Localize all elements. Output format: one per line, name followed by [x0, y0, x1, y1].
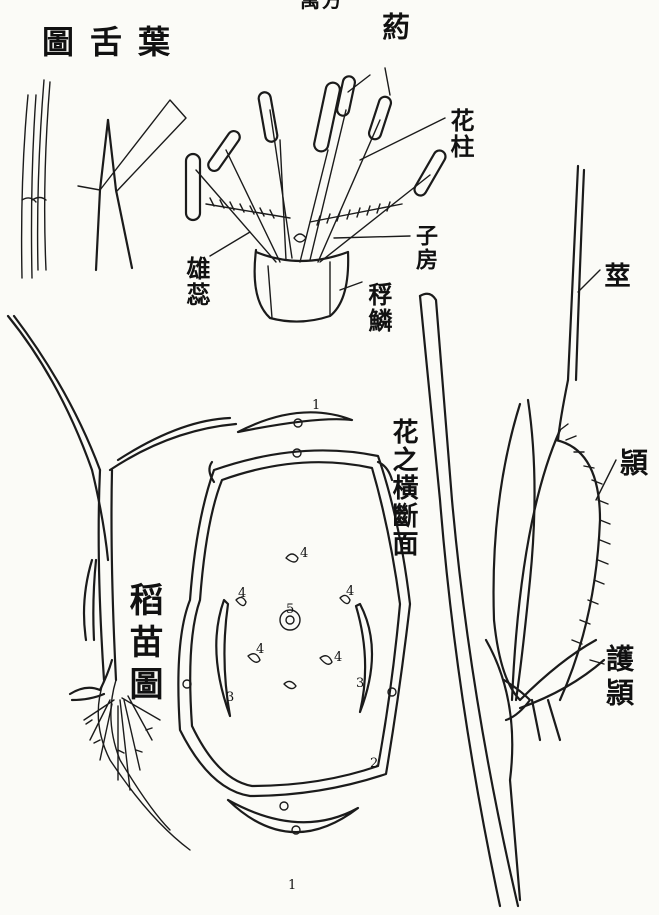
outer-glume-label: 護頴: [604, 644, 632, 712]
section-number: 4: [300, 546, 308, 561]
section-number: 5: [286, 602, 294, 617]
cross-section-title: 花之橫斷面: [390, 418, 416, 558]
leaf-tongue-title: 圖舌葉: [42, 26, 186, 58]
section-number: 1: [288, 878, 296, 893]
section-number: 3: [226, 690, 234, 705]
section-number: 2: [370, 756, 378, 771]
stamen-label: 雄蕊: [184, 256, 208, 308]
section-number: 4: [238, 586, 246, 601]
stem-label: 莖: [602, 262, 628, 290]
top-fragment-text: 萬方: [300, 0, 344, 10]
ovary-label: 子房: [414, 224, 436, 272]
section-number: 3: [356, 676, 364, 691]
section-number: 4: [346, 584, 354, 599]
seedling-title: 稻苗圖: [126, 582, 160, 708]
flower-drawing: [186, 68, 448, 322]
anther-label: 葯: [380, 12, 408, 42]
style-label: 花柱: [448, 108, 472, 160]
glume-label: 頴: [618, 448, 646, 478]
leaf-tongue-drawing: [22, 80, 186, 278]
section-number: 4: [334, 650, 342, 665]
section-number: 4: [256, 642, 264, 657]
spikelet-drawing: [420, 166, 616, 906]
lodicule-label: 稃鱗: [366, 282, 390, 334]
section-number: 1: [312, 398, 320, 413]
